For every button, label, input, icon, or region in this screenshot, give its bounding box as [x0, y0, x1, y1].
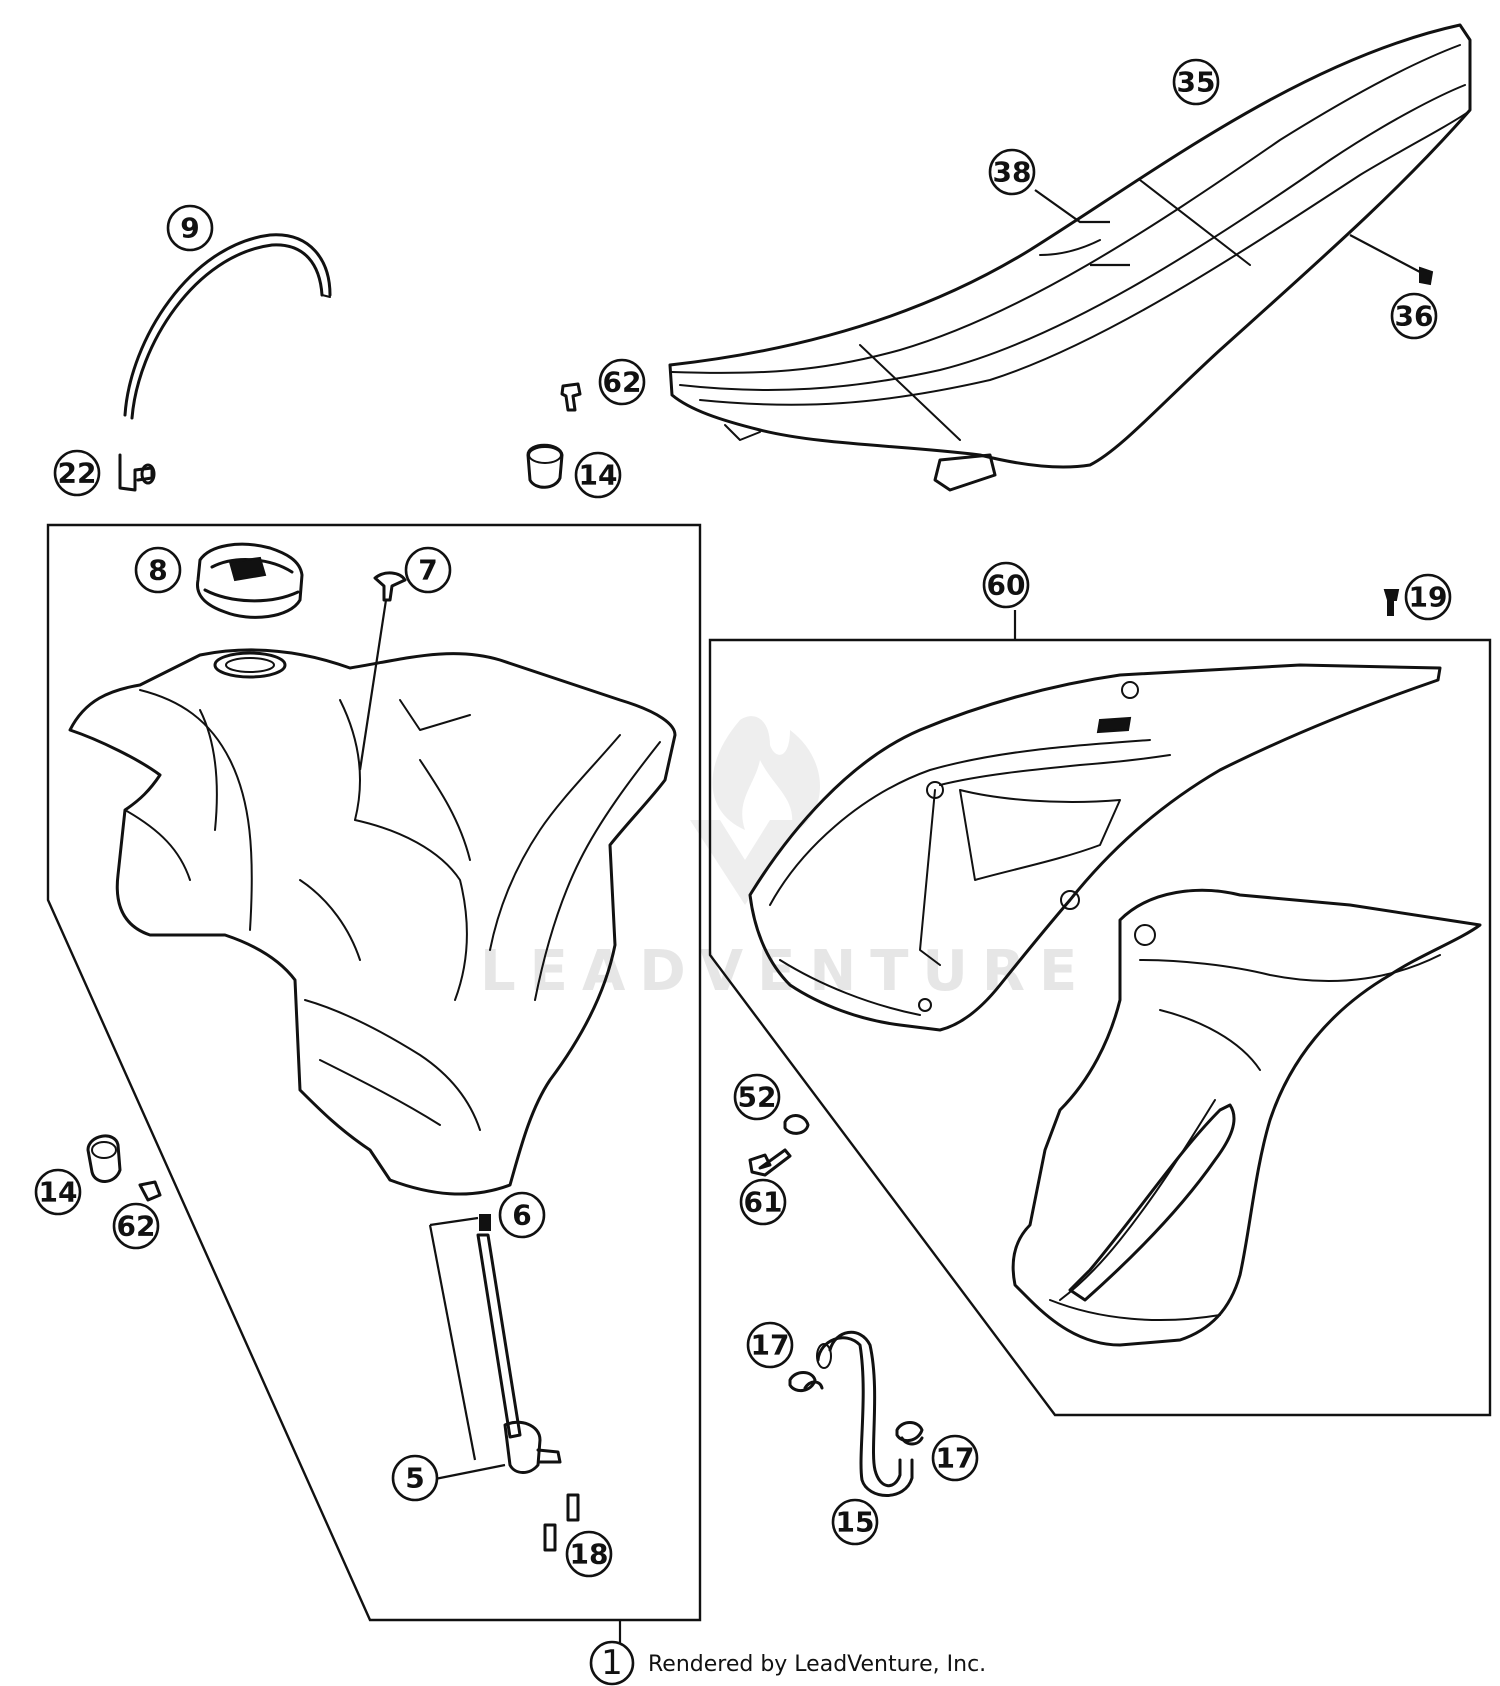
svg-text:8: 8	[148, 554, 167, 587]
svg-text:7: 7	[418, 554, 437, 587]
callout-7: 7	[404, 546, 452, 594]
callout-14-top: 14	[574, 451, 622, 499]
tank-screw-part	[138, 1180, 162, 1202]
svg-text:61: 61	[744, 1186, 783, 1219]
hose-clamp-part	[788, 1371, 824, 1393]
callout-62-left: 62	[112, 1202, 160, 1250]
svg-text:14: 14	[579, 459, 618, 492]
callout-8: 8	[134, 546, 182, 594]
svg-text:36: 36	[1395, 300, 1434, 333]
callout-60: 60	[982, 561, 1030, 609]
panel-screw-part	[1383, 589, 1400, 616]
fuel-hose-part	[816, 1330, 914, 1497]
side-panels-group-frame	[708, 638, 1492, 1417]
watermark: LEADVENTURE	[480, 716, 1091, 1004]
fuel-tank-part	[68, 648, 677, 1196]
vent-hose-part	[123, 233, 332, 420]
callout-36: 36	[1390, 292, 1438, 340]
svg-text:15: 15	[836, 1506, 875, 1539]
svg-text:62: 62	[117, 1210, 156, 1243]
callout-18: 18	[565, 1530, 613, 1578]
svg-text:18: 18	[570, 1538, 609, 1571]
svg-text:17: 17	[936, 1442, 975, 1475]
svg-text:1: 1	[601, 1643, 623, 1683]
svg-text:38: 38	[993, 156, 1032, 189]
callout-14-left: 14	[34, 1168, 82, 1216]
svg-text:35: 35	[1177, 66, 1216, 99]
callout-1: 1	[589, 1640, 635, 1686]
callout-61: 61	[739, 1178, 787, 1226]
tank-bushing-part	[86, 1134, 122, 1183]
fuel-tank-group-frame	[46, 523, 702, 1622]
svg-text:9: 9	[180, 212, 199, 245]
side-panel-left-part	[1011, 888, 1482, 1347]
breather-valve-part	[358, 571, 407, 771]
svg-text:60: 60	[987, 569, 1026, 602]
svg-text:14: 14	[39, 1176, 78, 1209]
fuel-tap-part	[428, 1214, 562, 1482]
svg-text:6: 6	[512, 1199, 531, 1232]
fuel-cap-part	[195, 542, 304, 619]
rubber-bushing-part	[526, 443, 564, 489]
callout-38: 38	[988, 148, 1036, 196]
svg-text:62: 62	[603, 366, 642, 399]
callout-62-top: 62	[598, 358, 646, 406]
callout-9: 9	[166, 204, 214, 252]
callout-22: 22	[53, 449, 101, 497]
svg-text:22: 22	[58, 457, 97, 490]
callout-17-b: 17	[931, 1434, 979, 1482]
panel-nut-part	[783, 1114, 810, 1135]
callout-5: 5	[391, 1454, 439, 1502]
svg-text:17: 17	[751, 1329, 790, 1362]
svg-text:52: 52	[738, 1081, 777, 1114]
tap-screws-part	[543, 1493, 580, 1552]
callout-52: 52	[733, 1073, 781, 1121]
hose-fitting-part	[118, 453, 156, 492]
watermark-text: LEADVENTURE	[480, 939, 1091, 1004]
seat-screw-part	[560, 382, 582, 412]
hose-clamp-2-part	[895, 1421, 924, 1446]
seat-part	[668, 23, 1472, 492]
callout-6: 6	[498, 1191, 546, 1239]
svg-text:5: 5	[405, 1462, 424, 1495]
panel-bolt-part	[748, 1148, 792, 1177]
credit-text: Rendered by LeadVenture, Inc.	[648, 1652, 986, 1677]
callout-35: 35	[1172, 58, 1220, 106]
side-panel-right-part	[748, 663, 1442, 1032]
callout-19: 19	[1404, 573, 1452, 621]
callout-17-a: 17	[746, 1321, 794, 1369]
callout-15: 15	[831, 1498, 879, 1546]
svg-text:19: 19	[1409, 581, 1448, 614]
seat-rear-screw-part	[1349, 234, 1434, 286]
